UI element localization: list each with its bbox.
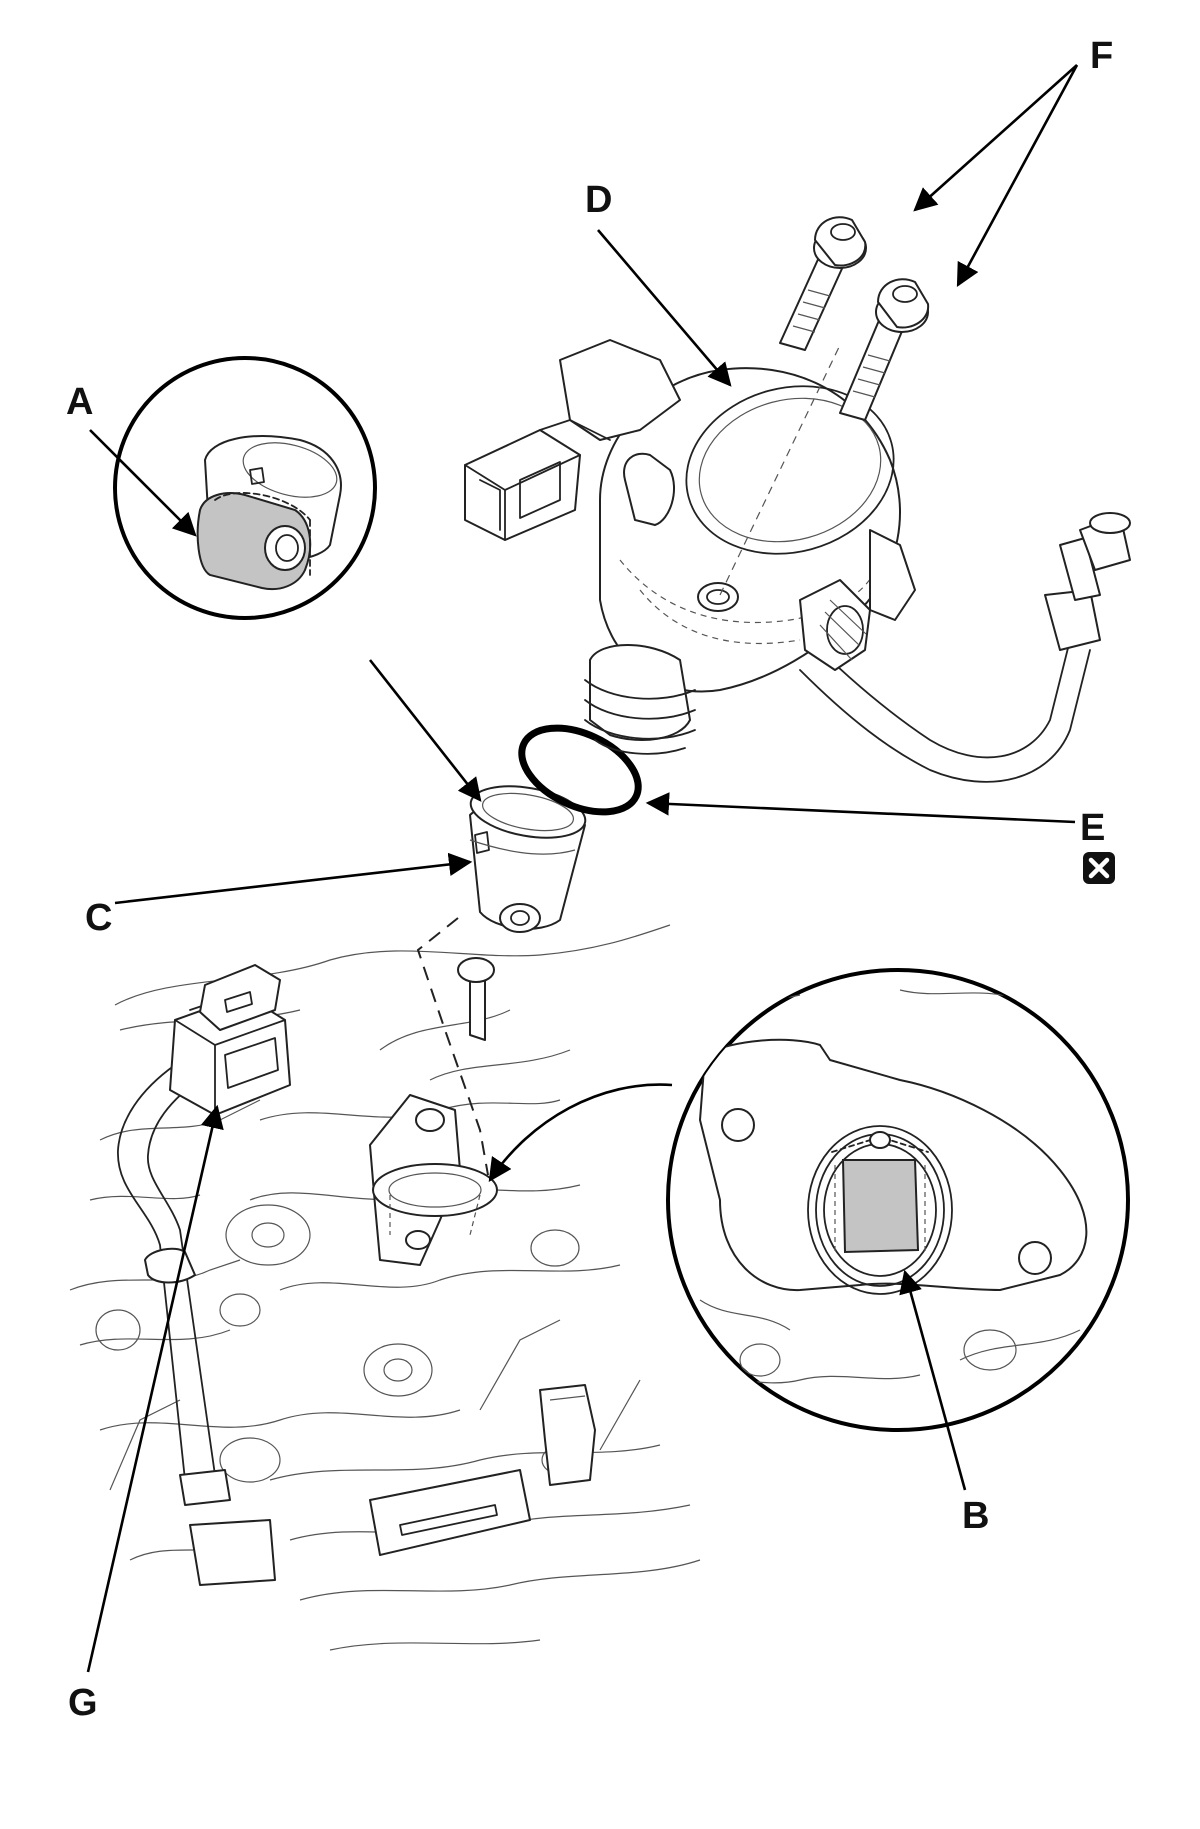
connector-g bbox=[169, 964, 291, 1116]
detail-view-b bbox=[666, 968, 1130, 1432]
fuel-pump-d bbox=[464, 339, 1131, 783]
callout-b: B bbox=[962, 1495, 989, 1537]
engine-block bbox=[69, 924, 701, 1651]
wiring-harness bbox=[117, 1064, 231, 1506]
callout-a: A bbox=[66, 381, 93, 423]
alignment-line bbox=[416, 917, 489, 1176]
callout-g: G bbox=[68, 1682, 98, 1724]
x-box-icon bbox=[1083, 852, 1115, 884]
callout-e: E bbox=[1080, 807, 1105, 849]
callout-c: C bbox=[85, 897, 112, 939]
o-ring-e bbox=[518, 724, 642, 816]
leader-lines bbox=[86, 64, 1079, 1673]
bolt-f-1 bbox=[779, 216, 867, 351]
callout-f: F bbox=[1090, 35, 1113, 77]
bolt-f-2 bbox=[839, 278, 930, 421]
detail-view-a bbox=[113, 356, 377, 620]
lifter-c bbox=[469, 785, 587, 933]
callout-d: D bbox=[585, 179, 612, 221]
